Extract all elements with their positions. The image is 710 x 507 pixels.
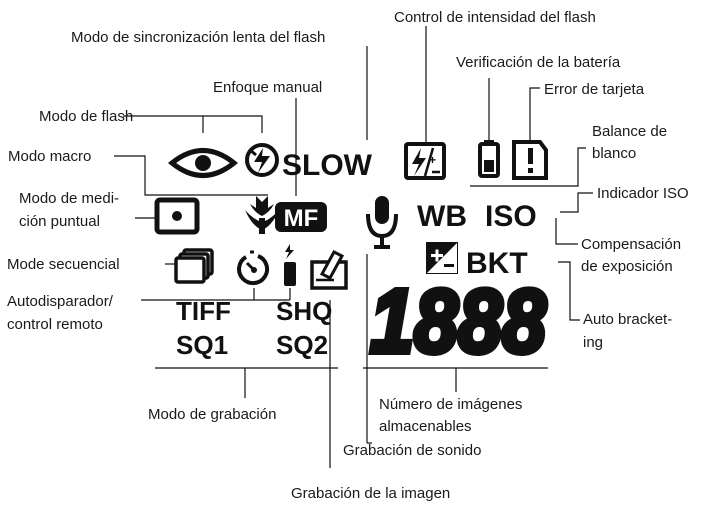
- image-recording-icon: [310, 250, 348, 290]
- label-exposure-1: Compensación: [581, 236, 681, 253]
- label-flash-intensity: Control de intensidad del flash: [394, 9, 596, 26]
- label-battery: Verificación de la batería: [456, 54, 621, 71]
- label-white-balance-1: Balance de: [592, 123, 667, 140]
- shq-text: SHQ: [276, 296, 332, 326]
- label-manual-focus: Enfoque manual: [213, 79, 322, 96]
- label-white-balance-2: blanco: [592, 145, 636, 162]
- label-exposure-2: de exposición: [581, 258, 673, 275]
- label-frames-2: almacenables: [379, 418, 472, 435]
- label-auto-bracket-2: ing: [583, 334, 603, 351]
- macro-tulip-icon: [245, 196, 279, 234]
- bracketing-text: BKT: [466, 247, 528, 280]
- label-auto-bracket-1: Auto bracket-: [583, 311, 672, 328]
- label-recording-mode: Modo de grabación: [148, 406, 276, 423]
- eye-icon: [168, 148, 238, 178]
- microphone-icon: [366, 196, 398, 249]
- white-balance-text: WB: [417, 200, 467, 233]
- label-self-timer-2: control remoto: [7, 316, 103, 333]
- label-card-error: Error de tarjeta: [544, 81, 645, 98]
- sq1-text: SQ1: [176, 330, 228, 360]
- slow-sync-text: SLOW: [282, 149, 373, 182]
- self-timer-icon: [237, 250, 269, 286]
- remote-control-icon: [284, 244, 296, 286]
- frame-counter-text: 1888: [370, 272, 546, 372]
- sequential-icon: [174, 248, 214, 284]
- exposure-compensation-icon: [426, 242, 458, 274]
- leader-lines: [114, 26, 593, 468]
- mf-text: MF: [284, 205, 319, 232]
- label-slow-sync: Modo de sincronización lenta del flash: [71, 29, 325, 46]
- flash-off-icon: [245, 143, 279, 177]
- spot-metering-icon: [154, 197, 200, 235]
- label-self-timer-1: Autodisparador/: [7, 293, 114, 310]
- tiff-text: TIFF: [176, 296, 231, 326]
- iso-text: ISO: [485, 200, 537, 233]
- label-flash-mode: Modo de flash: [39, 108, 133, 125]
- label-sound: Grabación de sonido: [343, 442, 481, 459]
- label-macro: Modo macro: [8, 148, 91, 165]
- label-spot-1: Modo de medi-: [19, 190, 119, 207]
- label-spot-2: ción puntual: [19, 213, 100, 230]
- callout-labels: Control de intensidad del flash Modo de …: [7, 9, 689, 502]
- battery-icon: [478, 140, 500, 178]
- label-frames-1: Número de imágenes: [379, 396, 522, 413]
- card-error-icon: [512, 140, 548, 180]
- label-image-rec: Grabación de la imagen: [291, 485, 450, 502]
- svg-text:+: +: [429, 153, 436, 167]
- flash-intensity-icon: +: [404, 142, 446, 180]
- label-iso: Indicador ISO: [597, 185, 689, 202]
- manual-focus-icon: MF: [275, 202, 327, 232]
- label-sequential: Mode secuencial: [7, 256, 120, 273]
- sq2-text: SQ2: [276, 330, 328, 360]
